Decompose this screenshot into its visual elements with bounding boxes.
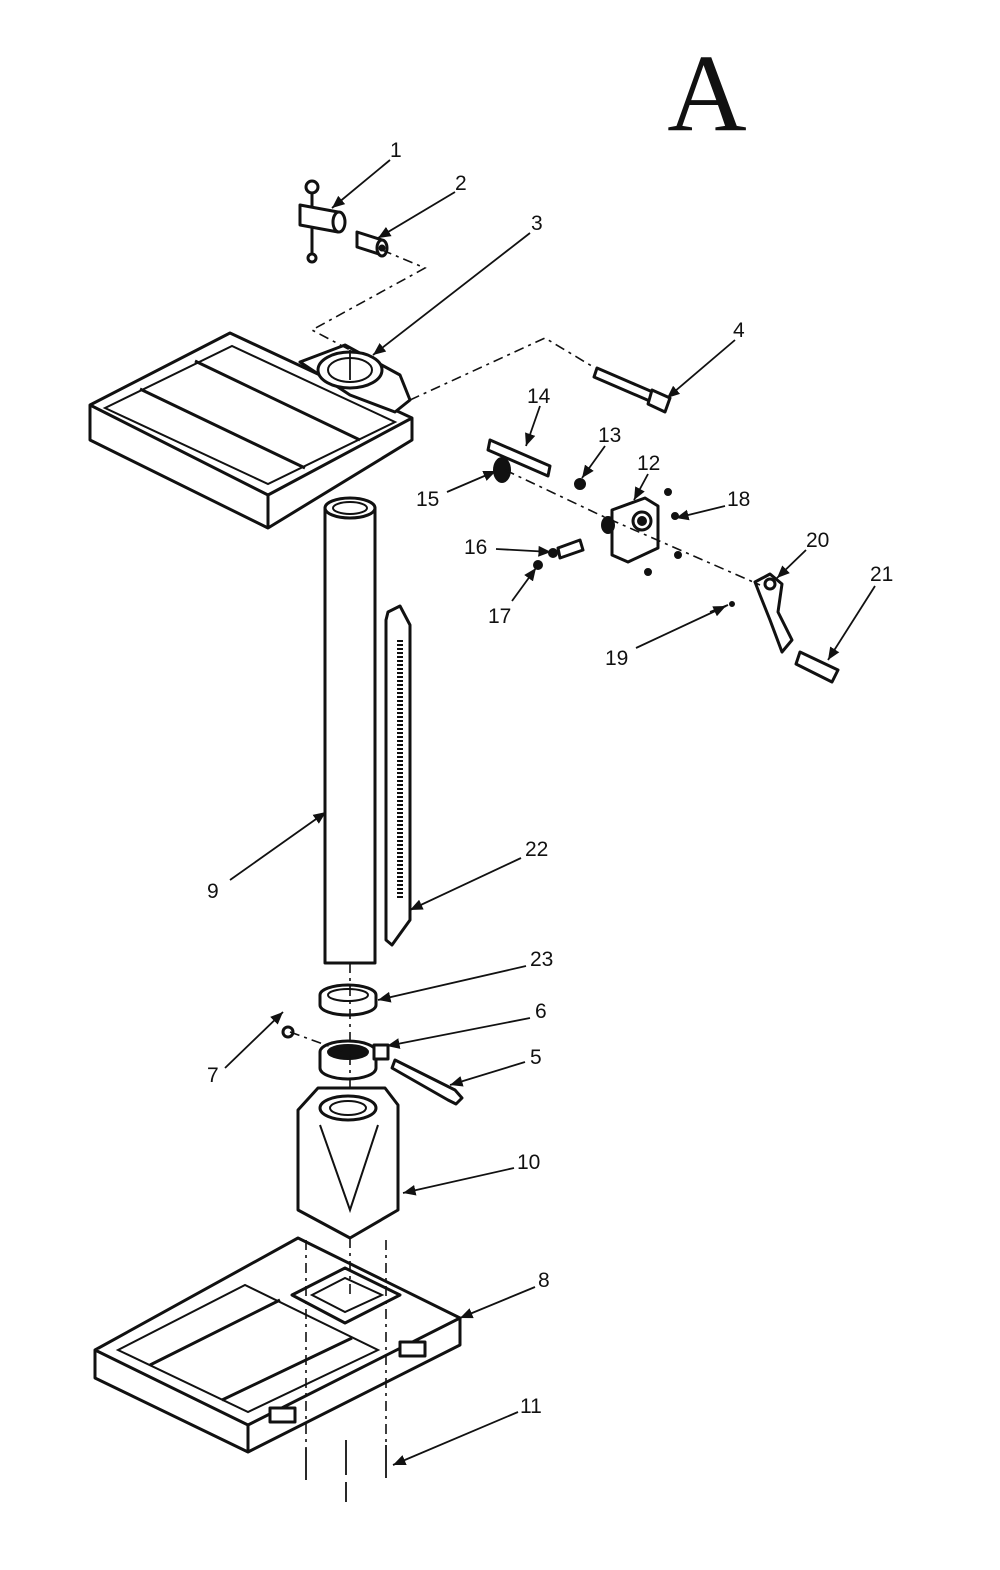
svg-text:7: 7 — [207, 1064, 219, 1087]
callout-21: 21 — [827, 563, 893, 661]
callout-3: 3 — [372, 212, 543, 356]
callout-5: 5 — [449, 1046, 542, 1087]
svg-text:23: 23 — [530, 948, 553, 971]
part-4-bolt — [592, 366, 672, 414]
svg-text:1: 1 — [390, 139, 402, 162]
callout-22: 22 — [409, 838, 548, 911]
svg-text:20: 20 — [806, 529, 829, 552]
part-11-screws — [305, 1440, 387, 1502]
svg-text:13: 13 — [598, 424, 621, 447]
callout-19: 19 — [605, 605, 727, 670]
svg-text:16: 16 — [464, 536, 487, 559]
work-table — [88, 331, 414, 530]
callout-13: 13 — [581, 424, 621, 479]
svg-text:14: 14 — [527, 385, 551, 408]
callout-16: 16 — [464, 536, 552, 559]
callout-9: 9 — [207, 811, 327, 903]
callout-2: 2 — [377, 172, 467, 239]
callout-18: 18 — [675, 488, 750, 521]
callout-1: 1 — [331, 139, 402, 209]
callout-10: 10 — [402, 1151, 540, 1196]
part-8-base — [93, 1236, 462, 1454]
svg-text:11: 11 — [520, 1395, 542, 1418]
part-10-column-support — [296, 1086, 400, 1240]
callout-12: 12 — [633, 452, 660, 501]
part-9-column — [323, 496, 377, 965]
part-22-rack — [384, 604, 412, 947]
callout-8: 8 — [459, 1269, 550, 1319]
part-6-ring — [318, 1039, 390, 1081]
diagram-title: A — [667, 32, 746, 154]
callout-15: 15 — [416, 470, 497, 511]
callout-20: 20 — [776, 529, 829, 579]
svg-text:22: 22 — [525, 838, 548, 861]
svg-text:19: 19 — [605, 647, 628, 670]
svg-text:21: 21 — [870, 563, 893, 586]
svg-text:18: 18 — [727, 488, 750, 511]
svg-text:10: 10 — [517, 1151, 540, 1174]
svg-text:5: 5 — [530, 1046, 542, 1069]
gearbox-assembly — [486, 438, 840, 684]
callout-11: 11 — [392, 1395, 542, 1466]
svg-text:6: 6 — [535, 1000, 547, 1023]
svg-text:17: 17 — [488, 605, 511, 628]
callout-17: 17 — [488, 567, 537, 628]
part-1-lock-handle — [298, 179, 347, 264]
svg-text:3: 3 — [531, 212, 543, 235]
svg-text:9: 9 — [207, 880, 219, 903]
part-5-bolt — [390, 1058, 464, 1106]
callout-7: 7 — [207, 1011, 284, 1087]
part-7-set-screw — [281, 1025, 295, 1039]
svg-text:15: 15 — [416, 488, 439, 511]
part-23-collar — [318, 983, 378, 1017]
callout-4: 4 — [666, 319, 745, 399]
assembly-lines — [289, 249, 761, 1448]
svg-text:12: 12 — [637, 452, 660, 475]
svg-text:2: 2 — [455, 172, 467, 195]
callout-14: 14 — [525, 385, 551, 447]
part-2-bushing — [355, 230, 389, 258]
svg-text:8: 8 — [538, 1269, 550, 1292]
callout-6: 6 — [386, 1000, 547, 1049]
callout-23: 23 — [377, 948, 553, 1003]
svg-text:4: 4 — [733, 319, 745, 342]
